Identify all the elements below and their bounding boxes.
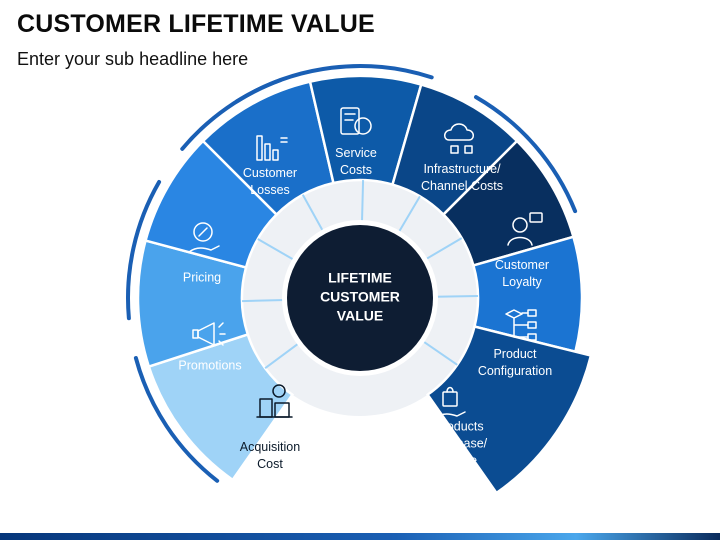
outer-arc-5 xyxy=(474,95,578,214)
segment-label-line: Losses xyxy=(250,183,290,197)
service-cost-icon xyxy=(340,107,372,135)
spoke-1 xyxy=(264,341,301,369)
segment-purchase-bag xyxy=(425,325,593,495)
segment-label-line: Acquisition xyxy=(240,440,300,454)
segment-label-line: Product xyxy=(493,347,537,361)
center-label-line: LIFETIME xyxy=(328,270,392,286)
spoke-9 xyxy=(421,339,458,366)
segment-label-line: Promotions xyxy=(178,358,241,372)
page-title: CUSTOMER LIFETIME VALUE xyxy=(17,10,375,38)
megaphone-icon xyxy=(192,322,226,346)
spoke-7 xyxy=(424,237,463,261)
center-label-line: CUSTOMER xyxy=(320,289,400,305)
segment-label-line: Purchase/ xyxy=(431,436,488,450)
bottom-accent-bar xyxy=(0,533,720,540)
wheel-segments xyxy=(136,74,593,495)
segment-label-line: Costs xyxy=(340,163,372,177)
segment-label-line: Pricing xyxy=(183,270,221,284)
spoke-4 xyxy=(301,194,325,233)
segment-icons xyxy=(188,107,543,419)
segment-label-line: Customer xyxy=(243,166,297,180)
declining-chart-icon xyxy=(256,135,288,161)
segment-label-line: Loyalty xyxy=(502,275,542,289)
hand-percent-icon xyxy=(188,222,220,253)
page-subtitle: Enter your sub headline here xyxy=(17,49,249,69)
spoke-8 xyxy=(434,294,478,298)
center-hub: LIFETIME CUSTOMER VALUE xyxy=(282,220,438,376)
spoke-5 xyxy=(360,180,365,224)
configuration-icon xyxy=(505,309,537,341)
segment-label-line: Service xyxy=(335,146,377,160)
center-label-line: VALUE xyxy=(337,308,383,324)
purchase-bag-icon xyxy=(434,386,466,419)
cloud-network-icon xyxy=(444,123,474,154)
segment-label-line: Usage xyxy=(441,453,477,467)
segment-label-line: Cost xyxy=(257,457,283,471)
wheel-spokes xyxy=(242,180,478,369)
outer-arc-2 xyxy=(180,77,283,151)
loyal-customer-icon xyxy=(507,212,543,246)
segment-label-line: Configuration xyxy=(478,364,552,378)
buildings-dollar-icon xyxy=(256,384,293,418)
segment-label-line: Infrastructure/ xyxy=(423,162,501,176)
spoke-2 xyxy=(242,298,286,303)
outer-arc-4 xyxy=(133,356,220,483)
segment-label-line: Channel Costs xyxy=(421,179,503,193)
center-circle xyxy=(287,225,433,371)
spoke-3 xyxy=(257,238,296,262)
segment-label-line: Products xyxy=(434,419,483,433)
spoke-6 xyxy=(397,195,421,234)
segment-label-line: Customer xyxy=(495,258,549,272)
outer-arc-3 xyxy=(126,180,162,321)
